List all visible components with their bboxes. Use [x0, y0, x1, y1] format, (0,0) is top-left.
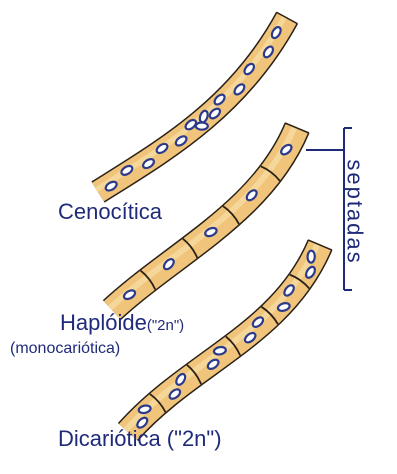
label-septadas: septadas [339, 132, 371, 292]
label-haploide-ploidy: ("2n") [147, 317, 184, 334]
label-monocariotica: (monocariótica) [10, 340, 120, 358]
label-cenocitica: Cenocítica [58, 199, 162, 225]
label-dicariotica: Dicariótica ("2n") [58, 426, 222, 452]
hypha-dicariotica-nucleus-12 [307, 251, 315, 263]
label-haploide: Haplóide("2n") [60, 310, 184, 336]
label-haploide-main: Haplóide [60, 310, 147, 335]
hypha-cenocitica-nucleus-7 [196, 122, 208, 129]
label-septadas-text: septadas [342, 159, 368, 264]
